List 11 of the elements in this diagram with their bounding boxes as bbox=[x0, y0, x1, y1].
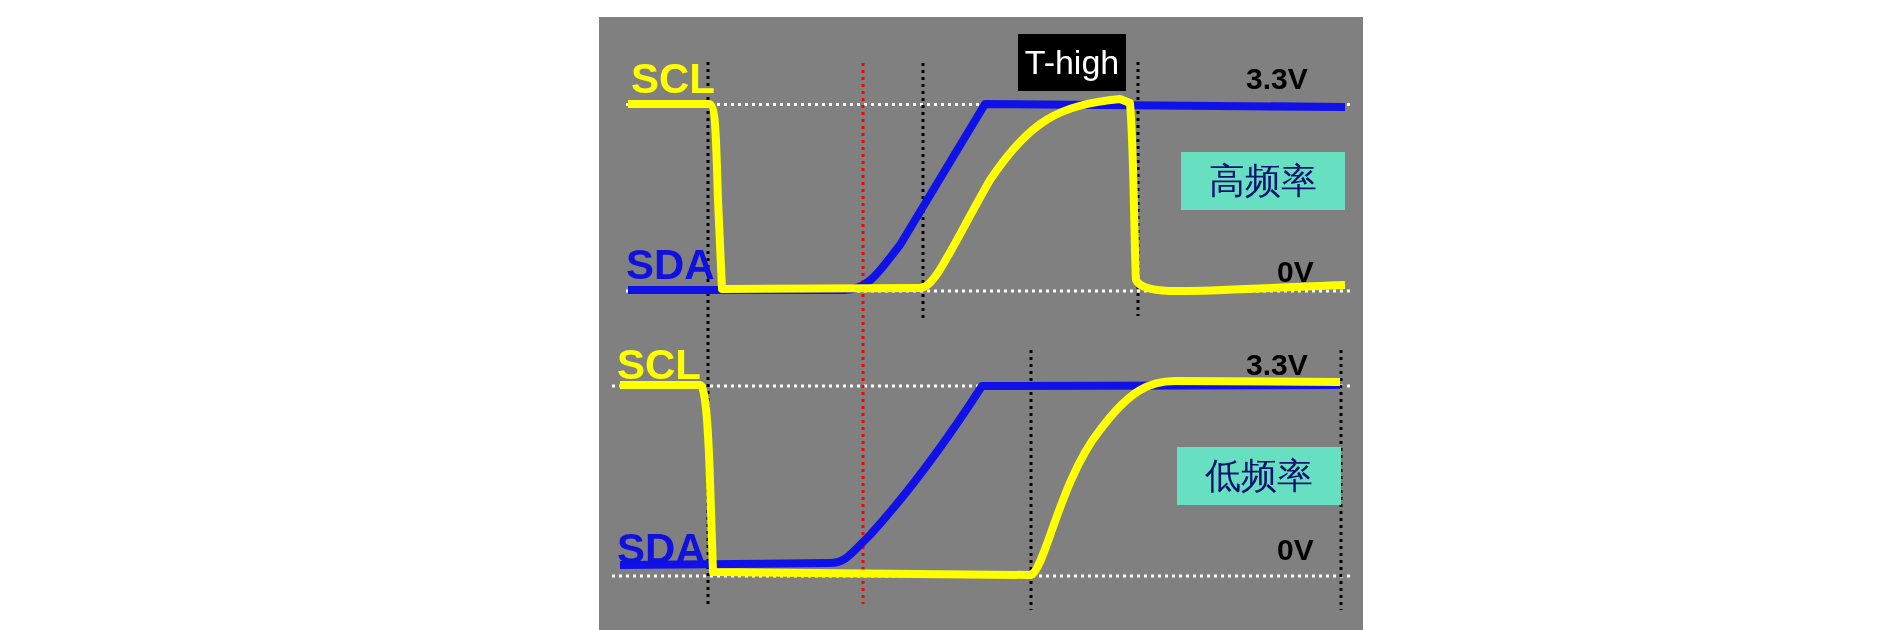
signal-label: SDA bbox=[626, 244, 715, 286]
signal-label: 0V bbox=[1277, 257, 1314, 287]
signal-label: 3.3V bbox=[1246, 64, 1308, 94]
frequency-box: 高频率 bbox=[1181, 152, 1345, 210]
signal-label: SCL bbox=[631, 58, 715, 100]
frequency-box: 低频率 bbox=[1177, 447, 1341, 505]
signal-label: SDA bbox=[617, 528, 706, 570]
signal-label: 3.3V bbox=[1246, 350, 1308, 380]
signal-label: 0V bbox=[1277, 535, 1314, 565]
signal-label: SCL bbox=[617, 344, 701, 386]
time-label-box: T-high bbox=[1018, 34, 1126, 91]
